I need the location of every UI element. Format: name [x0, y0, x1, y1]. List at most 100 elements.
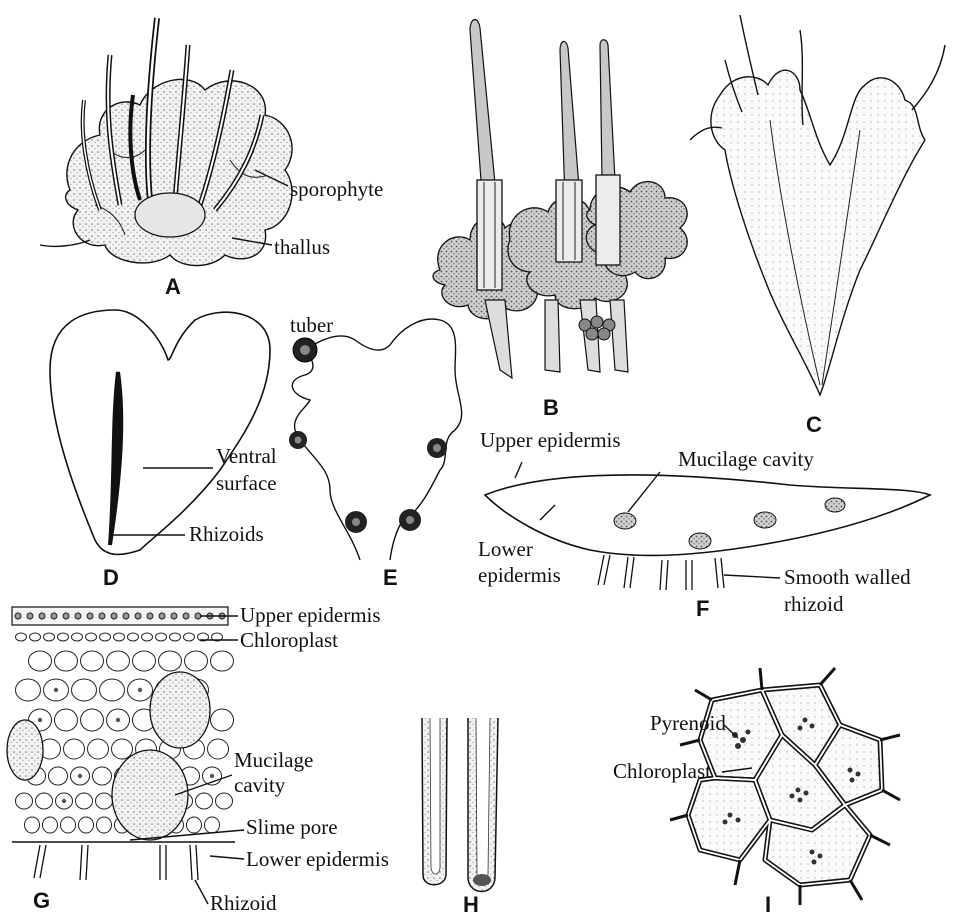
label-g-mucilage-1: Mucilage — [234, 748, 313, 772]
label-smooth-walled-1: Smooth walled — [784, 565, 911, 589]
chloroplast-dot — [78, 774, 82, 778]
tissue-cell — [211, 651, 234, 671]
chloroplast-dot — [62, 799, 66, 803]
epidermis-cell — [171, 613, 177, 619]
epidermis-cell — [39, 613, 45, 619]
epidermis-cell — [75, 613, 81, 619]
label-g-upper-epidermis: Upper epidermis — [240, 603, 381, 627]
tissue-cell — [76, 793, 93, 809]
label-g-chloroplast: Chloroplast — [240, 628, 338, 652]
label-ventral-2: surface — [216, 471, 277, 495]
epidermis-cell — [183, 613, 189, 619]
tissue-cell — [208, 739, 229, 759]
label-thallus: thallus — [274, 235, 330, 259]
tissue-cell — [187, 817, 202, 833]
chloroplast-dot — [116, 718, 120, 722]
tissue-cell — [16, 793, 33, 809]
epidermis-cell — [99, 613, 105, 619]
panel-e-drawing — [289, 319, 462, 560]
tissue-cell — [30, 633, 41, 641]
tissue-cell — [196, 793, 213, 809]
tissue-cell — [29, 651, 52, 671]
panel-label-d: D — [103, 565, 119, 590]
tissue-cell — [185, 651, 208, 671]
tissue-cell — [112, 739, 133, 759]
panel-label-g: G — [33, 888, 50, 913]
label-pyrenoid: Pyrenoid — [650, 711, 726, 735]
tissue-cell — [205, 817, 220, 833]
epidermis-cell — [63, 613, 69, 619]
panel-c-drawing — [690, 15, 945, 395]
label-g-slime-pore: Slime pore — [246, 815, 338, 839]
label-f-mucilage-cavity: Mucilage cavity — [678, 447, 814, 471]
tissue-cell — [58, 633, 69, 641]
tissue-cell — [114, 633, 125, 641]
tissue-cell — [86, 633, 97, 641]
tissue-cell — [216, 793, 233, 809]
epidermis-cell — [159, 613, 165, 619]
panel-g-drawing — [7, 605, 244, 904]
tissue-cell — [81, 709, 104, 731]
label-f-lower-1: Lower — [478, 537, 533, 561]
tissue-cell — [43, 817, 58, 833]
tissue-cell — [72, 679, 97, 701]
panel-h-drawing — [422, 718, 498, 892]
tissue-cell — [156, 633, 167, 641]
tissue-cell — [16, 633, 27, 641]
tissue-cell — [79, 817, 94, 833]
epidermis-cell — [87, 613, 93, 619]
tissue-cell — [107, 651, 130, 671]
panel-label-i: I — [765, 892, 771, 915]
epidermis-cell — [135, 613, 141, 619]
panel-label-h: H — [463, 892, 479, 915]
panel-a-drawing — [40, 18, 292, 266]
tissue-cell — [100, 633, 111, 641]
tissue-cell — [96, 793, 113, 809]
tissue-cell — [44, 633, 55, 641]
tissue-cell — [93, 767, 112, 785]
tissue-cell — [133, 651, 156, 671]
tissue-cell — [36, 793, 53, 809]
label-smooth-walled-2: rhizoid — [784, 592, 844, 616]
label-f-lower-2: epidermis — [478, 563, 561, 587]
tissue-cell — [211, 709, 234, 731]
tissue-cell — [97, 817, 112, 833]
epidermis-cell — [123, 613, 129, 619]
tissue-cell — [16, 679, 41, 701]
label-g-lower-epidermis: Lower epidermis — [246, 847, 389, 871]
label-g-rhizoid: Rhizoid — [210, 891, 277, 915]
tissue-cell — [64, 739, 85, 759]
tissue-cell — [100, 679, 125, 701]
tissue-cell — [61, 817, 76, 833]
epidermis-cell — [51, 613, 57, 619]
label-tuber: tuber — [290, 313, 333, 337]
panel-label-a: A — [165, 274, 181, 299]
label-rhizoids: Rhizoids — [189, 522, 264, 546]
label-sporophyte: sporophyte — [290, 177, 383, 201]
chloroplast-dot — [138, 688, 142, 692]
panel-d-drawing — [50, 310, 270, 554]
tissue-cell — [25, 817, 40, 833]
panel-b-drawing — [433, 20, 687, 378]
tissue-cell — [72, 633, 83, 641]
label-ventral-1: Ventral — [216, 444, 277, 468]
tissue-cell — [81, 651, 104, 671]
epidermis-cell — [147, 613, 153, 619]
chloroplast-dot — [38, 718, 42, 722]
epidermis-cell — [111, 613, 117, 619]
tissue-cell — [170, 633, 181, 641]
tissue-cell — [55, 651, 78, 671]
tissue-cell — [49, 767, 68, 785]
label-g-mucilage-2: cavity — [234, 773, 286, 797]
epidermis-cell — [27, 613, 33, 619]
panel-label-f: F — [696, 596, 709, 621]
tissue-cell — [88, 739, 109, 759]
label-i-chloroplast: Chloroplast — [613, 759, 711, 783]
tissue-cell — [128, 633, 139, 641]
tissue-cell — [55, 709, 78, 731]
panel-label-c: C — [806, 412, 822, 437]
tissue-cell — [159, 651, 182, 671]
chloroplast-dot — [54, 688, 58, 692]
tissue-cell — [142, 633, 153, 641]
